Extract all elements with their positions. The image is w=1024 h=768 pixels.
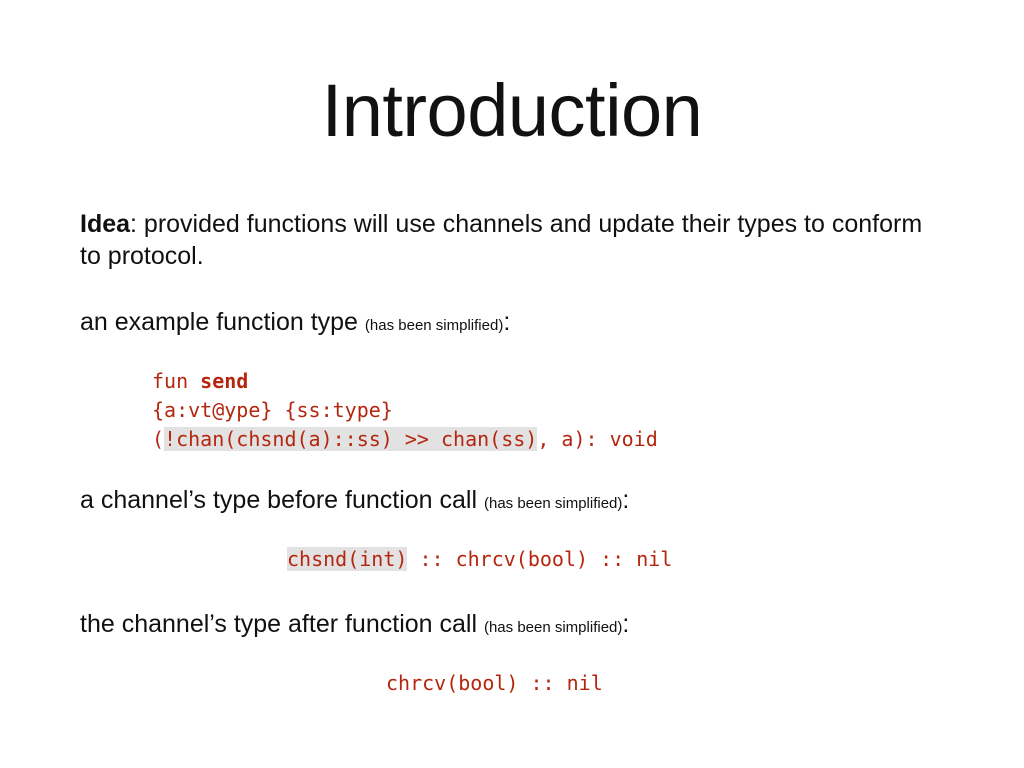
example-heading: an example function type (has been simpl… bbox=[80, 306, 940, 342]
idea-text: : provided functions will use channels a… bbox=[80, 210, 923, 270]
code-fun-name: send bbox=[200, 369, 249, 393]
before-colon: : bbox=[622, 486, 630, 514]
code-fun-line-3: (!chan(chsnd(a)::ss) >> chan(ss), a): vo… bbox=[152, 426, 658, 452]
code-before-rest: :: chrcv(bool) :: nil bbox=[407, 547, 673, 571]
slide-title: Introduction bbox=[321, 69, 703, 152]
code-fun-highlight: !chan(chsnd(a)::ss) >> chan(ss) bbox=[164, 427, 538, 451]
idea-label: Idea bbox=[80, 210, 131, 238]
before-note: (has been simplified) bbox=[483, 495, 623, 512]
code-before: chsnd(int) :: chrcv(bool) :: nil bbox=[287, 546, 672, 572]
code-fun-rest: , a): void bbox=[537, 427, 658, 451]
code-before-highlight: chsnd(int) bbox=[287, 547, 408, 571]
code-fun-line-1: fun send bbox=[152, 368, 248, 394]
after-text: the channel’s type after function call bbox=[80, 610, 478, 638]
before-heading: a channel’s type before function call (h… bbox=[80, 484, 940, 520]
code-fun-open-paren: ( bbox=[152, 427, 165, 451]
idea-paragraph: Idea: provided functions will use channe… bbox=[80, 208, 940, 272]
example-colon: : bbox=[503, 308, 511, 336]
code-fun-line-2: {a:vt@ype} {ss:type} bbox=[152, 398, 393, 422]
after-colon: : bbox=[622, 610, 630, 638]
after-note: (has been simplified) bbox=[483, 619, 623, 636]
code-fun-keyword: fun bbox=[152, 369, 189, 393]
after-heading: the channel’s type after function call (… bbox=[80, 608, 940, 644]
example-text: an example function type bbox=[80, 308, 358, 336]
example-note: (has been simplified) bbox=[364, 317, 504, 334]
before-text: a channel’s type before function call bbox=[80, 486, 478, 514]
code-after: chrcv(bool) :: nil bbox=[386, 671, 603, 695]
